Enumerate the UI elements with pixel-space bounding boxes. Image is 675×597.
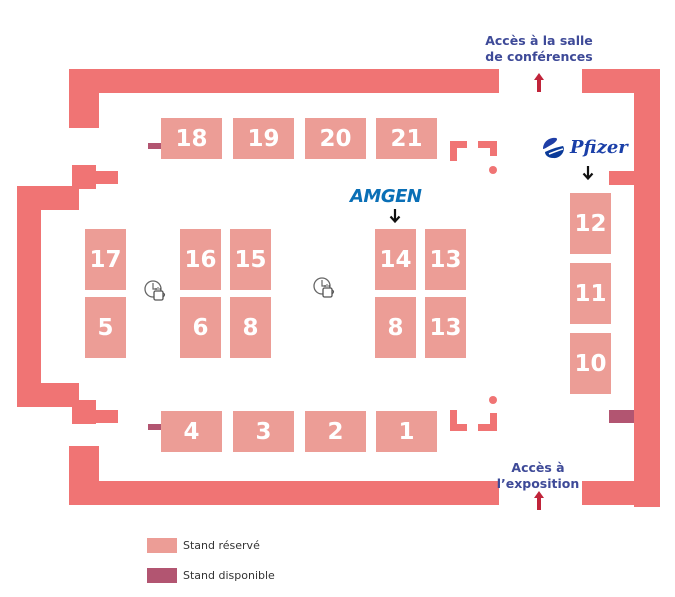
pfizer-pill-icon [543, 137, 564, 159]
stand-2[interactable]: 2 [305, 411, 366, 452]
wall-left-upper-stub [69, 69, 99, 128]
coffee-icon [144, 280, 166, 301]
stand-17[interactable]: 17 [85, 229, 126, 290]
stand-16[interactable]: 16 [180, 229, 221, 290]
arrow-up-icon[interactable] [533, 489, 545, 511]
bracket-top-h [450, 141, 467, 148]
stand-11[interactable]: 11 [570, 263, 611, 324]
legend-available-swatch [147, 568, 177, 583]
stand-6[interactable]: 6 [180, 297, 221, 358]
stand-20[interactable]: 20 [305, 118, 366, 159]
coffee-icon [313, 277, 335, 298]
wall-right [634, 69, 660, 507]
exhibition-access-label: Accès à l’exposition [496, 460, 580, 491]
stand-18[interactable]: 18 [161, 118, 222, 159]
bracket-top-right-h [478, 141, 497, 148]
stand-12[interactable]: 12 [570, 193, 611, 254]
bracket-top-dot [489, 166, 497, 174]
legend-available-label: Stand disponible [183, 569, 275, 582]
stand-14[interactable]: 14 [375, 229, 416, 290]
stand-1[interactable]: 1 [376, 411, 437, 452]
arrow-down-icon [582, 166, 594, 181]
wall-left-pillar-bottom [72, 400, 96, 424]
wall-left-outer [17, 186, 41, 406]
stand-19[interactable]: 19 [233, 118, 294, 159]
pfizer-logo: Pfizer [537, 133, 628, 163]
wall-left-bottom-ledge [96, 410, 118, 423]
stand-15[interactable]: 15 [230, 229, 271, 290]
bracket-bottom-h [450, 424, 467, 431]
stand-8-left[interactable]: 8 [230, 297, 271, 358]
wall-bottom-left [69, 481, 499, 505]
stand-13-upper[interactable]: 13 [425, 229, 466, 290]
available-stand-right[interactable] [609, 410, 634, 423]
arrow-up-icon[interactable] [533, 71, 545, 93]
stand-13-lower[interactable]: 13 [425, 297, 466, 358]
available-stand-top[interactable] [148, 143, 162, 149]
bracket-bottom-right-h [478, 424, 497, 431]
wall-right-notch [609, 171, 636, 185]
bracket-bottom-right-v [490, 413, 497, 431]
stand-21[interactable]: 21 [376, 118, 437, 159]
stand-5[interactable]: 5 [85, 297, 126, 358]
wall-top-left [69, 69, 499, 93]
bracket-top-v [450, 141, 457, 161]
stand-4[interactable]: 4 [161, 411, 222, 452]
conference-access-label: Accès à la salle de conférences [485, 33, 593, 64]
available-stand-bottom[interactable] [148, 424, 162, 430]
wall-left-lower-join [17, 383, 79, 407]
stand-10[interactable]: 10 [570, 333, 611, 394]
stand-3[interactable]: 3 [233, 411, 294, 452]
legend-reserved-swatch [147, 538, 177, 553]
arrow-down-icon [389, 209, 401, 224]
bracket-top-right-v [490, 141, 497, 156]
bracket-bottom-dot [489, 396, 497, 404]
wall-left-top-ledge [96, 171, 118, 184]
amgen-logo: AMGEN [350, 186, 422, 207]
bracket-bottom-v [450, 410, 457, 431]
legend-reserved-label: Stand réservé [183, 539, 260, 552]
wall-left-lower-stub [69, 446, 99, 505]
wall-left-pillar-top [72, 165, 96, 189]
wall-bottom-right [582, 481, 660, 505]
stand-8-right[interactable]: 8 [375, 297, 416, 358]
